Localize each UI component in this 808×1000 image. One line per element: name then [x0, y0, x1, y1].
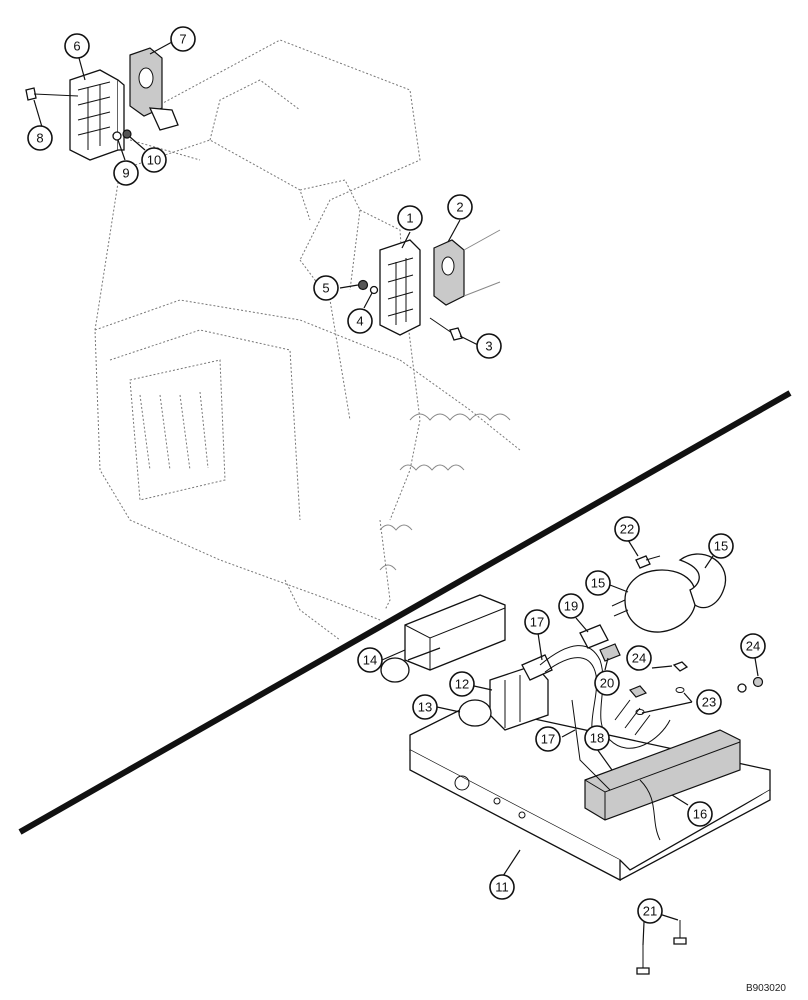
- callout-12: 12: [449, 671, 475, 697]
- leader-6: [78, 57, 86, 81]
- svg-text:2: 2: [456, 200, 463, 215]
- svg-text:13: 13: [418, 700, 432, 715]
- leader-2: [447, 219, 461, 243]
- leader-17b: [561, 729, 576, 738]
- svg-text:24: 24: [746, 639, 760, 654]
- leader-17a: [537, 632, 543, 661]
- leader-12: [473, 685, 493, 691]
- leader-16: [671, 794, 689, 806]
- svg-text:22: 22: [620, 522, 634, 537]
- svg-text:21: 21: [643, 904, 657, 919]
- callout-7: 7: [170, 26, 196, 52]
- leader-5: [339, 284, 359, 289]
- svg-text:16: 16: [693, 807, 707, 822]
- leader-15b: [704, 555, 714, 569]
- callout-4: 4: [347, 308, 373, 334]
- svg-text:6: 6: [73, 39, 80, 54]
- leader-9: [117, 139, 126, 161]
- callout-24a: 24: [626, 645, 652, 671]
- callout-10: 10: [141, 147, 167, 173]
- leader-1: [401, 231, 411, 249]
- figure-code: B903020: [745, 983, 786, 994]
- svg-text:3: 3: [485, 339, 492, 354]
- callout-21: 21: [637, 898, 663, 924]
- svg-text:9: 9: [122, 166, 129, 181]
- svg-text:10: 10: [147, 153, 161, 168]
- svg-text:11: 11: [495, 880, 509, 895]
- svg-text:5: 5: [322, 281, 329, 296]
- callout-24b: 24: [740, 633, 766, 659]
- leader-7: [149, 41, 173, 55]
- svg-text:7: 7: [179, 32, 186, 47]
- callout-11: 11: [489, 874, 515, 900]
- svg-text:8: 8: [36, 131, 43, 146]
- leader-10: [129, 136, 146, 151]
- upper-light-assembly: [25, 41, 179, 161]
- callout-2: 2: [447, 194, 473, 220]
- svg-text:15: 15: [714, 539, 728, 554]
- callout-22: 22: [614, 516, 640, 542]
- svg-text:4: 4: [356, 314, 363, 329]
- lower-light-assembly: [380, 539, 771, 975]
- callout-20: 20: [594, 670, 620, 696]
- leader-4: [363, 292, 373, 309]
- svg-text:15: 15: [591, 576, 605, 591]
- svg-text:17: 17: [530, 615, 544, 630]
- callout-15a: 15: [585, 570, 611, 596]
- svg-text:1: 1: [406, 211, 413, 226]
- leader-14: [381, 649, 406, 661]
- callout-9: 9: [113, 160, 139, 186]
- callout-14: 14: [357, 647, 383, 673]
- leader-19: [575, 617, 589, 633]
- svg-text:12: 12: [455, 677, 469, 692]
- leader-24b: [754, 657, 759, 677]
- svg-text:14: 14: [363, 653, 377, 668]
- middle-light-assembly: [339, 219, 501, 346]
- callout-17b: 17: [535, 726, 561, 752]
- leader-11: [502, 849, 521, 877]
- svg-text:19: 19: [564, 599, 578, 614]
- callout-5: 5: [313, 275, 339, 301]
- leader-8: [33, 99, 43, 128]
- svg-text:20: 20: [600, 676, 614, 691]
- callout-16: 16: [687, 801, 713, 827]
- leader-3: [459, 335, 479, 346]
- callout-15b: 15: [708, 533, 734, 559]
- callout-8: 8: [27, 125, 53, 151]
- separator-line: [18, 390, 792, 835]
- callout-17a: 17: [524, 609, 550, 635]
- callout-1: 1: [397, 205, 423, 231]
- callout-13: 13: [412, 694, 438, 720]
- callout-18: 18: [584, 725, 610, 751]
- callout-19: 19: [558, 593, 584, 619]
- callout-23: 23: [696, 689, 722, 715]
- svg-text:18: 18: [590, 731, 604, 746]
- leader-22: [627, 539, 639, 557]
- leader-24a: [651, 665, 673, 669]
- svg-text:17: 17: [541, 732, 555, 747]
- leader-13: [436, 706, 461, 713]
- callout-6: 6: [64, 33, 90, 59]
- svg-text:23: 23: [702, 695, 716, 710]
- leader-18: [596, 748, 613, 771]
- svg-text:24: 24: [632, 651, 646, 666]
- callout-3: 3: [476, 333, 502, 359]
- leader-15a: [609, 584, 629, 593]
- leader-20: [604, 657, 609, 671]
